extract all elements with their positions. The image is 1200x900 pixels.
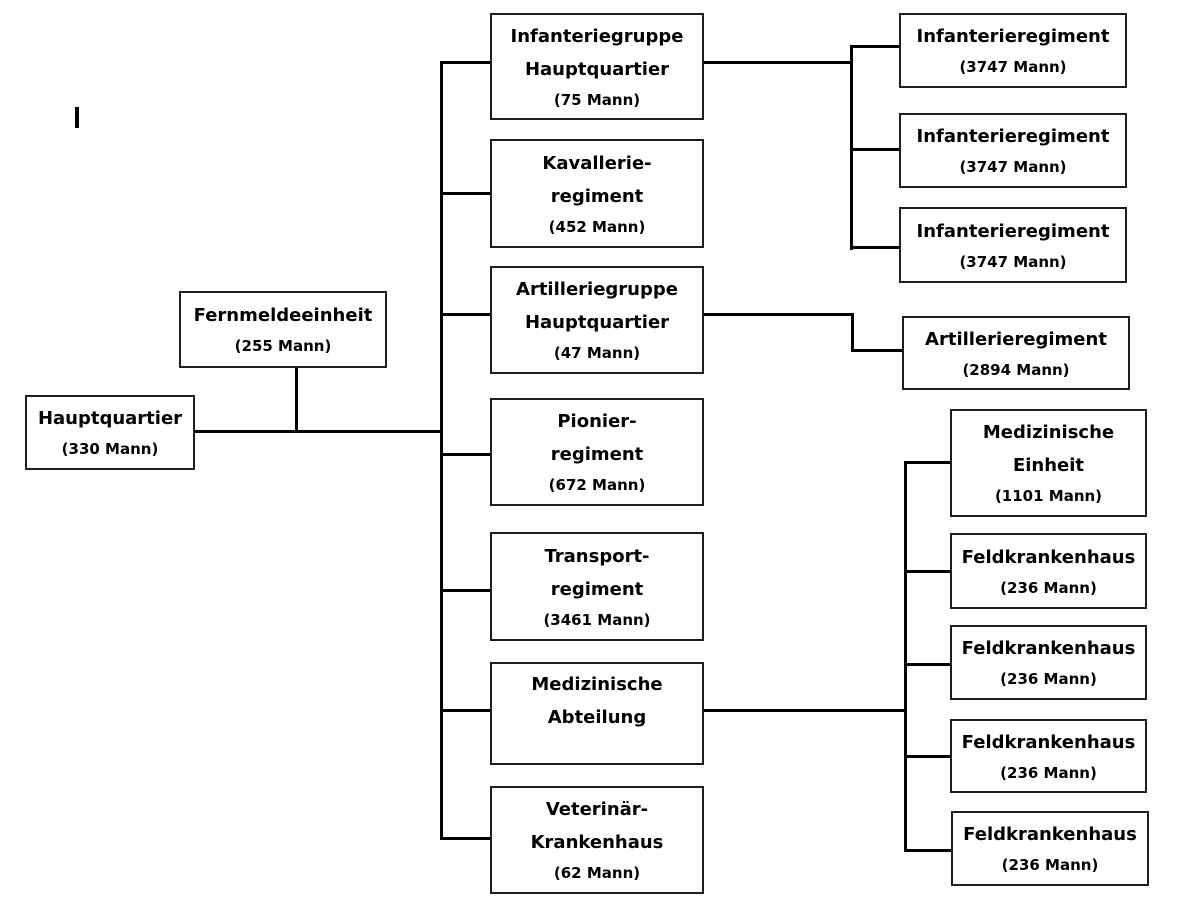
connector-stub-feldkrankenhaus-1 — [907, 570, 950, 573]
unit-label-line: Einheit — [1012, 455, 1085, 476]
connector-stub-pionier — [443, 453, 490, 456]
unit-label-line: Medizinische — [982, 422, 1115, 443]
unit-strength-count: (255 Mann) — [234, 337, 332, 355]
unit-box-infanterieregiment-2: Infanterieregiment (3747 Mann) — [899, 113, 1127, 188]
unit-box-feldkrankenhaus-2: Feldkrankenhaus (236 Mann) — [950, 625, 1147, 700]
connector-stub-medizinische — [443, 709, 490, 712]
unit-label-line: Feldkrankenhaus — [963, 824, 1137, 845]
unit-box-feldkrankenhaus-4: Feldkrankenhaus (236 Mann) — [951, 811, 1149, 886]
connector-artillerie-feed-bottom — [851, 349, 902, 352]
unit-box-feldkrankenhaus-3: Feldkrankenhaus (236 Mann) — [950, 719, 1147, 793]
unit-label-line: Infanterieregiment — [916, 220, 1110, 242]
unit-strength-count: (3747 Mann) — [959, 158, 1067, 176]
connector-artillerie-feed-top — [704, 313, 854, 316]
unit-label-line: regiment — [550, 578, 644, 600]
connector-stub-kavallerie — [443, 192, 490, 195]
unit-box-pionierregiment: Pionier-regiment (672 Mann) — [490, 398, 704, 506]
connector-artillerie-feed-vertical — [851, 313, 854, 352]
unit-label-line: regiment — [550, 185, 644, 207]
connector-stub-infanterieregiment-2 — [853, 148, 899, 151]
unit-label-line: Hauptquartier — [524, 312, 670, 333]
unit-box-infanterieregiment-1: Infanterieregiment (3747 Mann) — [899, 13, 1127, 88]
unit-box-hauptquartier: Hauptquartier (330 Mann) — [25, 395, 195, 470]
unit-box-kavallerieregiment: Kavallerie-regiment (452 Mann) — [490, 139, 704, 248]
unit-label-line: Hauptquartier — [37, 408, 183, 429]
unit-label-line: Krankenhaus — [530, 832, 664, 853]
connector-stub-infanteriegruppe — [443, 61, 490, 64]
unit-strength-count: (2894 Mann) — [962, 360, 1070, 379]
connector-medizinische-vertical — [904, 461, 907, 852]
unit-strength-count: (3461 Mann) — [543, 610, 651, 629]
unit-strength-count: (47 Mann) — [553, 344, 641, 362]
unit-strength-count: (330 Mann) — [61, 440, 159, 458]
unit-label-line: Infanterieregiment — [916, 26, 1110, 47]
connector-stub-medizinische-einheit — [907, 461, 950, 464]
connector-medizinische-feed — [704, 709, 907, 712]
unit-label-line: Fernmeldeeinheit — [193, 305, 373, 326]
unit-strength-count: (672 Mann) — [548, 476, 646, 494]
unit-strength-count: (75 Mann) — [553, 90, 641, 109]
unit-box-transportregiment: Transport-regiment (3461 Mann) — [490, 532, 704, 641]
unit-label-line: Artillerieregiment — [925, 328, 1107, 350]
unit-strength-count: (1101 Mann) — [994, 487, 1103, 505]
unit-label-line: regiment — [550, 444, 644, 465]
stray-tick-mark — [75, 107, 79, 128]
unit-label-line: Transport- — [544, 545, 650, 567]
unit-label-line: Infanteriegruppe — [510, 25, 684, 47]
connector-stub-feldkrankenhaus-3 — [907, 755, 950, 758]
connector-infanterie-vertical — [850, 45, 853, 250]
unit-box-artillerieregiment: Artillerieregiment (2894 Mann) — [902, 316, 1130, 390]
unit-box-infanterieregiment-3: Infanterieregiment (3747 Mann) — [899, 207, 1127, 283]
unit-strength-count: (236 Mann) — [1001, 856, 1099, 874]
connector-stub-infanterieregiment-3 — [853, 246, 899, 249]
unit-label-line: Medizinische — [531, 673, 663, 695]
connector-infanteriegruppe-feed — [704, 61, 852, 64]
unit-label-line: Feldkrankenhaus — [961, 731, 1136, 753]
connector-stub-infanterieregiment-1 — [853, 45, 899, 48]
unit-label-line: Hauptquartier — [524, 58, 670, 80]
unit-strength-count: (236 Mann) — [1000, 763, 1097, 782]
connector-stub-feldkrankenhaus-2 — [907, 663, 950, 666]
connector-hauptquartier-to-trunk — [195, 430, 443, 433]
connector-fernmeldeeinheit-drop — [295, 368, 298, 432]
unit-strength-count: (3747 Mann) — [959, 58, 1067, 76]
unit-strength-count: (236 Mann) — [1000, 670, 1097, 688]
unit-strength-count: (62 Mann) — [553, 864, 641, 882]
connector-stub-veterinaer — [443, 837, 490, 840]
unit-strength-count: (236 Mann) — [1000, 578, 1097, 597]
unit-label-line: Veterinär- — [545, 799, 649, 820]
unit-box-veterinaer-krankenhaus: Veterinär- Krankenhaus (62 Mann) — [490, 786, 704, 894]
unit-label-line: Infanterieregiment — [916, 126, 1110, 147]
connector-main-trunk — [440, 61, 443, 840]
unit-label-line: Abteilung — [547, 706, 647, 728]
unit-label-line: Feldkrankenhaus — [961, 638, 1136, 659]
connector-stub-transport — [443, 589, 490, 592]
connector-stub-feldkrankenhaus-4 — [907, 849, 951, 852]
unit-box-fernmeldeeinheit: Fernmeldeeinheit (255 Mann) — [179, 291, 387, 368]
unit-label-line: Feldkrankenhaus — [961, 546, 1136, 568]
unit-label-line: Pionier- — [557, 411, 637, 432]
unit-label-line: Artilleriegruppe — [516, 279, 678, 300]
unit-strength-count: (3747 Mann) — [959, 252, 1067, 271]
unit-strength-count: (452 Mann) — [548, 217, 646, 236]
unit-label-line: Kavallerie- — [542, 152, 652, 174]
unit-box-feldkrankenhaus-1: Feldkrankenhaus (236 Mann) — [950, 533, 1147, 609]
connector-stub-artilleriegruppe — [443, 313, 490, 316]
